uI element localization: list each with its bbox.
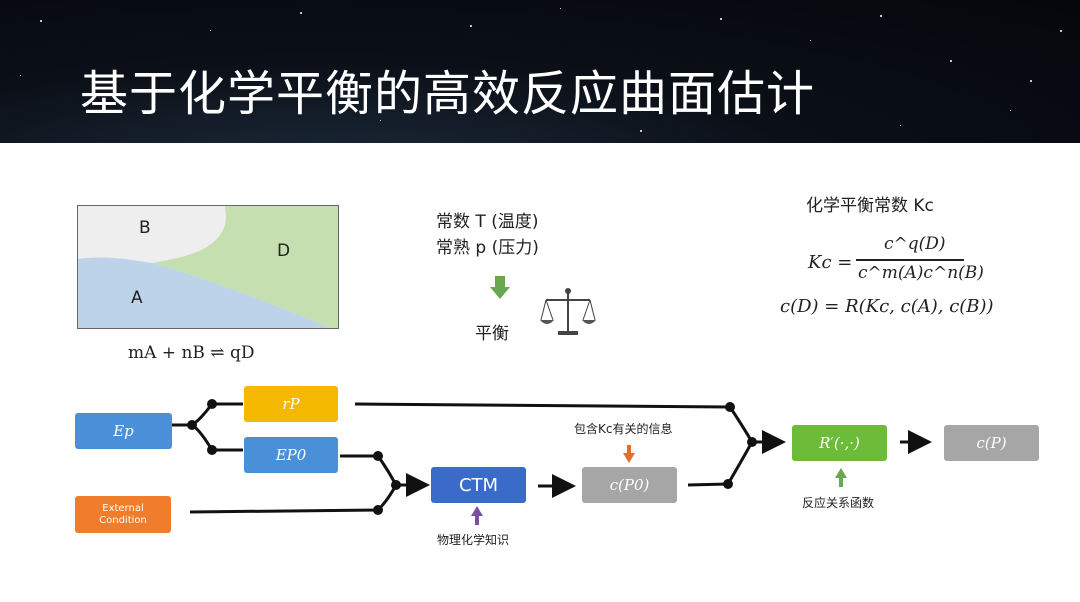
- title-banner: 基于化学平衡的高效反应曲面估计: [0, 0, 1080, 143]
- reaction-equation: mA + nB ⇌ qD: [128, 343, 255, 363]
- balance-scale-icon: [540, 288, 596, 335]
- down-arrow-icon: [490, 276, 510, 299]
- constant-temperature: 常数 T (温度): [436, 212, 539, 232]
- node-ep: Ep: [75, 413, 172, 449]
- region-d-label: D: [277, 241, 291, 261]
- node-external-condition: External Condition: [75, 496, 171, 533]
- node-rprime: R′(·,·): [792, 425, 887, 461]
- node-ep0: EP0: [244, 437, 338, 473]
- kc-denominator: c^m(A)c^n(B): [858, 263, 984, 283]
- cd-formula: c(D) = R(Kc, c(A), c(B)): [780, 296, 994, 317]
- constant-pressure: 常熟 p (压力): [436, 238, 539, 258]
- node-cp0: c(P0): [582, 467, 677, 503]
- kc-numerator: c^q(D): [884, 234, 946, 254]
- node-rp: rP: [244, 386, 338, 422]
- info-label: 包含Kc有关的信息: [574, 422, 673, 436]
- balance-label: 平衡: [475, 324, 509, 344]
- equilibrium-heading: 化学平衡常数 Kc: [806, 196, 934, 216]
- knowledge-label: 物理化学知识: [437, 533, 510, 547]
- kc-lhs: Kc =: [808, 252, 853, 273]
- region-b-label: B: [139, 218, 151, 238]
- fraction-bar: [856, 259, 964, 261]
- region-a-label: A: [131, 288, 143, 308]
- node-cp: c(P): [944, 425, 1039, 461]
- page-title: 基于化学平衡的高效反应曲面估计: [80, 66, 816, 122]
- phase-diagram: [77, 205, 339, 329]
- node-ctm: CTM: [431, 467, 526, 503]
- function-label: 反应关系函数: [802, 496, 875, 510]
